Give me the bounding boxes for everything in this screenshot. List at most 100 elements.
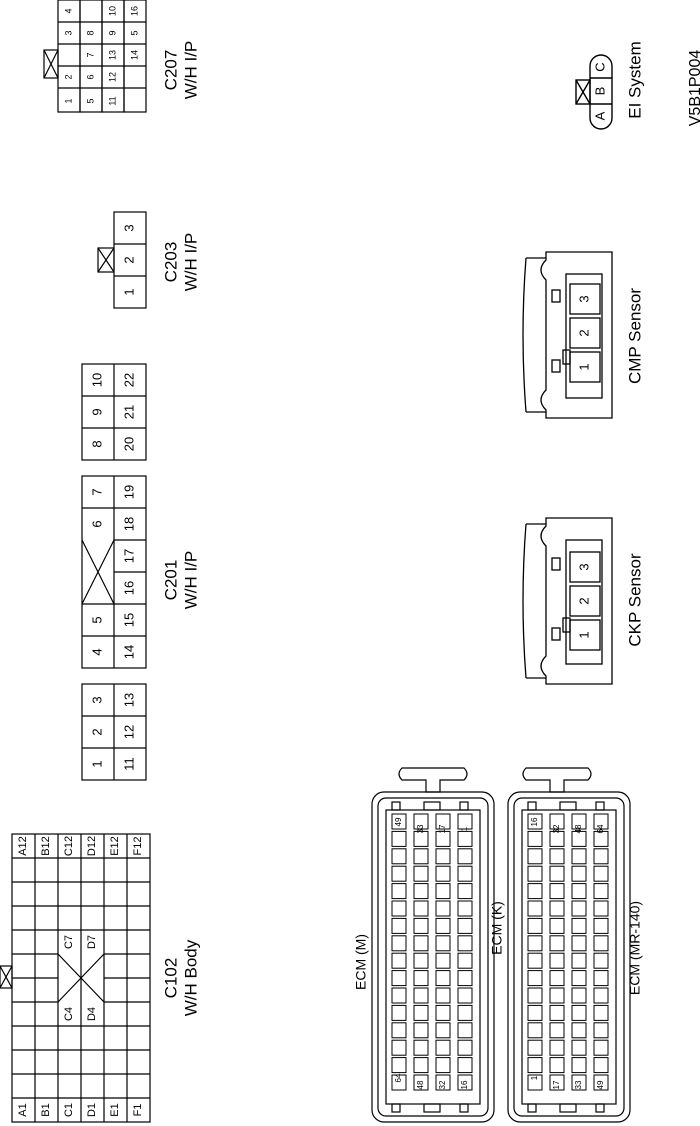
ecm-m-pin-cavity <box>413 952 429 969</box>
ecm-k-pin-cavity <box>527 987 543 1004</box>
ecm-k-connector <box>507 767 631 1123</box>
ecm-m-pin-cavity <box>457 1004 473 1021</box>
ecm-k-pin-cavity <box>593 1022 609 1039</box>
ecm-k-pin-cavity <box>549 813 565 830</box>
ecm-k-pin-cavity <box>571 935 587 952</box>
ecm-m-pin-cavity <box>435 865 451 882</box>
c201-pin-11: 11 <box>121 757 136 771</box>
c201-pin-3: 3 <box>89 696 104 703</box>
ecm-m-pin-cavity <box>435 935 451 952</box>
ecm-m-pin-cavity <box>457 1057 473 1074</box>
ecm-m-pin-33: 33 <box>416 824 425 833</box>
ecm-k-pin-cavity <box>571 952 587 969</box>
c207-pin-16: 16 <box>129 6 139 16</box>
ecm-m-pin-cavity <box>457 1039 473 1056</box>
ecm-m-pin-48: 48 <box>416 1080 425 1089</box>
ecm-k-pin-cavity <box>593 900 609 917</box>
ecm-m-pin-grid <box>391 813 473 1091</box>
ecm-m-pin-cavity <box>457 935 473 952</box>
ecm-k-pin-cavity <box>527 1004 543 1021</box>
ecm-m-pin-cavity <box>413 883 429 900</box>
c201-pin-9: 9 <box>89 408 104 415</box>
c102-d12: D12 <box>86 836 98 856</box>
ckp-pin-1: 1 <box>576 631 591 638</box>
c102-f1: F1 <box>132 1104 144 1117</box>
ecm-k-pin-33: 33 <box>574 1080 583 1089</box>
c102-d1: D1 <box>86 1103 98 1117</box>
ecm-k-pin-cavity <box>571 1057 587 1074</box>
ei-system-name: EI System <box>625 41 644 118</box>
ecm-k-pin-cavity <box>593 1057 609 1074</box>
c201-harness: W/H I/P <box>181 551 200 610</box>
c203-pin-2: 2 <box>121 256 136 263</box>
ecm-m-pin-cavity <box>413 970 429 987</box>
ecm-k-pin-cavity <box>593 987 609 1004</box>
ecm-k-pin-cavity <box>571 1004 587 1021</box>
ecm-m-pin-cavity <box>413 1074 429 1091</box>
ecm-k-pin-cavity <box>549 1074 565 1091</box>
c201-pin-20: 20 <box>121 437 136 451</box>
c102-e12: E12 <box>109 836 121 856</box>
ecm-m-pin-cavity <box>391 1074 407 1091</box>
ecm-k-pin-cavity <box>571 1074 587 1091</box>
ecm-k-pin-cavity <box>571 1039 587 1056</box>
c201-pin-2: 2 <box>89 728 104 735</box>
ecm-m-pin-cavity <box>457 970 473 987</box>
ecm-m-pin-cavity <box>413 935 429 952</box>
c207-pin-5b: 5 <box>129 30 139 35</box>
ecm-k-pin-cavity <box>571 830 587 847</box>
ecm-m-pin-cavity <box>391 1057 407 1074</box>
c207-pin-5: 5 <box>85 98 95 103</box>
ecm-k-pin-cavity <box>527 883 543 900</box>
ckp-sensor-connector <box>522 517 613 685</box>
ecm-k-pin-cavity <box>527 848 543 865</box>
ecm-k-pin-cavity <box>593 1004 609 1021</box>
c207-connector <box>43 0 147 113</box>
ecm-m-pin-cavity <box>435 813 451 830</box>
ecm-m-pin-cavity <box>413 917 429 934</box>
ecm-k-pin-cavity <box>593 813 609 830</box>
ecm-m-pin-cavity <box>457 813 473 830</box>
c201-pin-12: 12 <box>121 725 136 739</box>
ecm-k-pin-cavity <box>593 1074 609 1091</box>
ecm-k-pin-cavity <box>593 1039 609 1056</box>
c102-b1: B1 <box>40 1103 52 1116</box>
ecm-k-pin-cavity <box>527 900 543 917</box>
ei-pin-b: B <box>592 87 607 96</box>
ecm-k-pin-49: 49 <box>596 1080 605 1089</box>
c207-pin-4: 4 <box>63 8 73 13</box>
c207-pin-12: 12 <box>107 72 117 82</box>
ecm-m-pin-cavity <box>391 813 407 830</box>
ecm-k-pin-cavity <box>549 987 565 1004</box>
c207-pin-7: 7 <box>85 52 95 57</box>
c102-e1: E1 <box>109 1103 121 1116</box>
c207-pin-10: 10 <box>107 6 117 16</box>
ecm-k-pin-cavity <box>549 1004 565 1021</box>
ecm-k-pin-cavity <box>549 883 565 900</box>
ecm-m-pin-cavity <box>435 917 451 934</box>
ckp-sensor-pin-labels: 1 2 3 <box>576 563 591 638</box>
ecm-k-pin-cavity <box>527 935 543 952</box>
c102-a12: A12 <box>17 836 29 856</box>
ckp-pin-2: 2 <box>576 597 591 604</box>
ecm-m-pin-cavity <box>457 1074 473 1091</box>
cmp-pin-1: 1 <box>576 363 591 370</box>
c207-name: C207 <box>161 50 180 91</box>
ecm-k-pin-cavity <box>593 970 609 987</box>
ei-system-pin-labels: A B C <box>592 62 607 120</box>
ecm-m-pin-cavity <box>391 900 407 917</box>
ecm-k-pin-cavity <box>549 830 565 847</box>
c201-pin-6: 6 <box>89 520 104 527</box>
c207-pin-2: 2 <box>63 74 73 79</box>
ecm-m-pin-cavity <box>435 1057 451 1074</box>
c201-name: C201 <box>161 560 180 601</box>
ecm-m-pin-cavity <box>457 900 473 917</box>
c203-harness: W/H I/P <box>181 233 200 292</box>
ecm-k-pin-labels: 1 17 33 49 16 32 48 64 <box>530 817 605 1089</box>
c207-pin-11: 11 <box>107 96 117 105</box>
cmp-sensor-connector <box>522 251 613 419</box>
ecm-k-pin-cavity <box>527 830 543 847</box>
ecm-m-pin-1: 1 <box>460 826 469 831</box>
c207-pin-labels: 1 2 3 4 5 6 7 8 9 10 11 12 13 14 5 16 <box>63 6 139 106</box>
